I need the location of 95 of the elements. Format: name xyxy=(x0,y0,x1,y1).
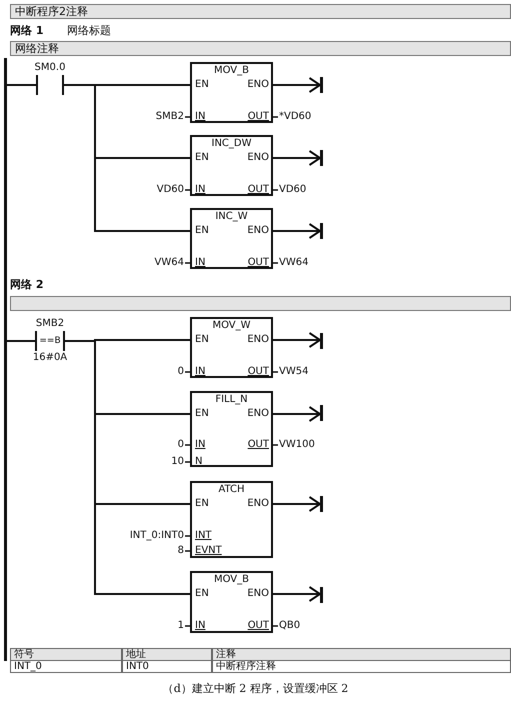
pin-label: OUT xyxy=(248,184,269,196)
rung-wire xyxy=(273,150,321,166)
pin-label: EN xyxy=(195,498,209,510)
rung-wire xyxy=(273,586,321,602)
network-heading: 网络 1 xyxy=(10,25,44,37)
box-title: INC_DW xyxy=(210,138,252,150)
function-box xyxy=(190,208,273,269)
pin-label: ENO xyxy=(247,225,269,237)
operand-label: 1 xyxy=(178,620,184,632)
box-title: MOV_B xyxy=(212,574,250,586)
operand-label: *VD60 xyxy=(279,111,312,123)
pin-label: IN xyxy=(195,620,206,632)
pin-label: IN xyxy=(195,439,206,451)
rung-wire xyxy=(7,340,35,342)
box-title: MOV_B xyxy=(212,65,250,77)
pin-label: EN xyxy=(195,408,209,420)
pin-label: EVNT xyxy=(195,545,222,557)
box-title: MOV_W xyxy=(211,320,252,332)
pin-label: N xyxy=(195,456,202,468)
rung-wire xyxy=(64,84,190,232)
operand-label: 8 xyxy=(178,545,184,557)
function-box xyxy=(190,62,273,123)
rung-wire xyxy=(273,406,321,422)
function-box xyxy=(190,317,273,378)
power-rail xyxy=(4,58,7,661)
end-bar xyxy=(320,150,323,166)
pin-label: EN xyxy=(195,152,209,164)
table-cell: INT0 xyxy=(122,660,212,673)
pin-label: EN xyxy=(195,334,209,346)
operand-label: VW64 xyxy=(154,257,184,269)
end-bar xyxy=(320,333,323,349)
pin-label: OUT xyxy=(248,439,269,451)
rung-wire xyxy=(65,340,190,595)
table-cell: INT_0 xyxy=(10,660,122,673)
network-title: 网络标题 xyxy=(67,25,111,37)
box-title: INC_W xyxy=(214,211,249,223)
pin-label: OUT xyxy=(248,111,269,123)
operand-label: SMB2 xyxy=(156,111,184,123)
operand-label: VW64 xyxy=(279,257,308,269)
pin-label: EN xyxy=(195,588,209,600)
box-title: ATCH xyxy=(217,484,246,496)
end-bar xyxy=(320,587,323,603)
operand-label: QB0 xyxy=(279,620,300,632)
function-box xyxy=(190,391,273,467)
caption: （d）建立中断 2 程序，设置缓冲区 2 xyxy=(162,683,350,695)
pin-label: ENO xyxy=(247,498,269,510)
operand-label: 0 xyxy=(178,439,184,451)
pin-label: EN xyxy=(195,225,209,237)
rung-wire xyxy=(273,77,321,93)
comment-bar: 网络注释 xyxy=(10,41,511,56)
box-title: FILL_N xyxy=(214,394,249,406)
pin-label: ENO xyxy=(247,588,269,600)
comment-bar: 中断程序2注释 xyxy=(10,4,511,19)
header-cell: 注释 xyxy=(212,648,511,661)
header-cell: 符号 xyxy=(10,648,122,661)
pin-label: OUT xyxy=(248,620,269,632)
function-box xyxy=(190,135,273,196)
rung-wire xyxy=(7,84,36,86)
network-heading: 网络 2 xyxy=(10,279,44,291)
pin-label: IN xyxy=(195,366,206,378)
pin-label: IN xyxy=(195,111,206,123)
pin-label: IN xyxy=(195,257,206,269)
pin-label: IN xyxy=(195,184,206,196)
pin-label: ENO xyxy=(247,79,269,91)
contact-symbol xyxy=(36,75,64,95)
pin-label: ENO xyxy=(247,334,269,346)
rung-wire xyxy=(273,223,321,239)
pin-label: OUT xyxy=(248,366,269,378)
rung-wire xyxy=(273,332,321,348)
operand-label: VW54 xyxy=(279,366,308,378)
pin-label: EN xyxy=(195,79,209,91)
operand-label: VD60 xyxy=(156,184,184,196)
end-bar xyxy=(320,223,323,239)
operand-label: INT_0:INT0 xyxy=(130,530,184,542)
operand-label: VW100 xyxy=(279,439,315,451)
function-box xyxy=(190,481,273,558)
pin-label: ENO xyxy=(247,152,269,164)
operand-label: 0 xyxy=(178,366,184,378)
operand-label: SM0.0 xyxy=(34,62,66,74)
pin-label: INT xyxy=(195,530,212,542)
table-cell: 中断程序注释 xyxy=(212,660,511,673)
end-bar xyxy=(320,77,323,93)
end-bar xyxy=(320,405,323,421)
function-box xyxy=(190,571,273,633)
pin-label: OUT xyxy=(248,257,269,269)
compare-contact: ==B xyxy=(35,331,65,351)
operand-label: VD60 xyxy=(279,184,306,196)
operand-label: SMB2 xyxy=(34,318,66,330)
rung-wire xyxy=(273,496,321,512)
header-cell: 地址 xyxy=(122,648,212,661)
end-bar xyxy=(320,496,323,512)
comment-bar xyxy=(10,296,511,311)
operand-label: 16#0A xyxy=(32,352,68,364)
operand-label: 10 xyxy=(171,456,184,468)
pin-label: ENO xyxy=(247,408,269,420)
